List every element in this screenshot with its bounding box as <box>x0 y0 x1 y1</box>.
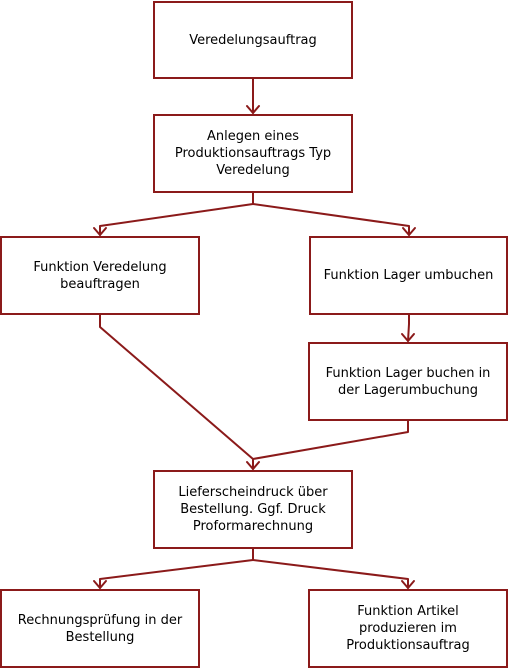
node-funktion-lager-umbuchen: Funktion Lager umbuchen <box>309 236 508 315</box>
node-funktion-veredelung-beauftragen: Funktion Veredelung beauftragen <box>0 236 200 315</box>
arrowhead-rechnung <box>93 580 107 589</box>
edge-veredelung-to-lieferschein <box>99 314 254 470</box>
edge-anlegen-to-lager-umbuchen <box>252 203 410 236</box>
arrowhead-lieferschein <box>246 461 260 470</box>
edge-anlegen-to-veredelung <box>99 203 254 236</box>
arrowhead-anlegen <box>246 105 260 114</box>
arrowhead-lager-buchen <box>401 333 415 342</box>
node-veredelungsauftrag: Veredelungsauftrag <box>153 1 353 79</box>
node-funktion-lager-buchen: Funktion Lager buchen in der Lagerumbuch… <box>308 342 508 421</box>
arrowhead-artikel <box>401 580 415 589</box>
edge-lieferschein-to-rechnung <box>99 559 254 589</box>
edge-lieferschein-to-artikel <box>252 559 409 589</box>
arrowhead-veredelung <box>93 227 107 236</box>
node-rechnungspruefung: Rechnungsprüfung in der Bestellung <box>0 589 200 668</box>
node-anlegen-produktionsauftrag: Anlegen eines Produktionsauftrags Typ Ve… <box>153 114 353 193</box>
edge-umbuchen-to-buchen <box>407 314 410 342</box>
node-lieferscheindruck: Lieferscheindruck über Bestellung. Ggf. … <box>153 470 353 549</box>
edge-buchen-to-lieferschein <box>252 420 409 460</box>
arrowhead-lager-umbuchen <box>402 227 416 236</box>
node-funktion-artikel-produzieren: Funktion Artikel produzieren im Produkti… <box>308 589 508 668</box>
